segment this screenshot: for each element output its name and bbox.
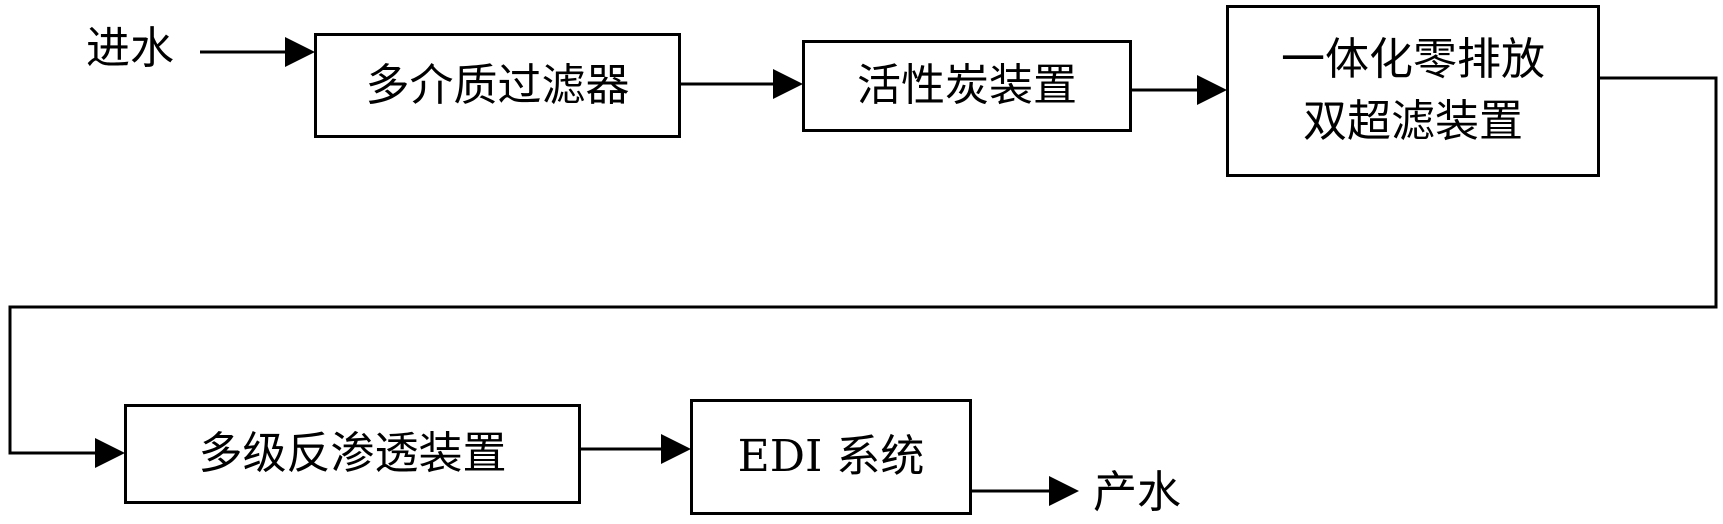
multistage-ro-box: 多级反渗透装置 [124,404,581,504]
double-uf-label-line1: 一体化零排放 [1281,34,1545,85]
double-uf-box: 一体化零排放 双超滤装置 [1226,5,1600,177]
activated-carbon-label: 活性炭装置 [857,60,1077,111]
edi-system-box: EDI 系统 [690,399,972,515]
multimedia-filter-label: 多介质过滤器 [365,59,630,111]
multimedia-filter-box: 多介质过滤器 [314,33,681,138]
activated-carbon-box: 活性炭装置 [802,40,1132,132]
double-uf-label-line2: 双超滤装置 [1303,96,1523,147]
arrow-double-uf-to-multistage-ro [8,76,1718,468]
input-label: 进水 [86,23,174,74]
multistage-ro-label: 多级反渗透装置 [198,428,507,479]
output-label: 产水 [1093,467,1181,518]
edi-system-label: EDI 系统 [737,431,925,482]
